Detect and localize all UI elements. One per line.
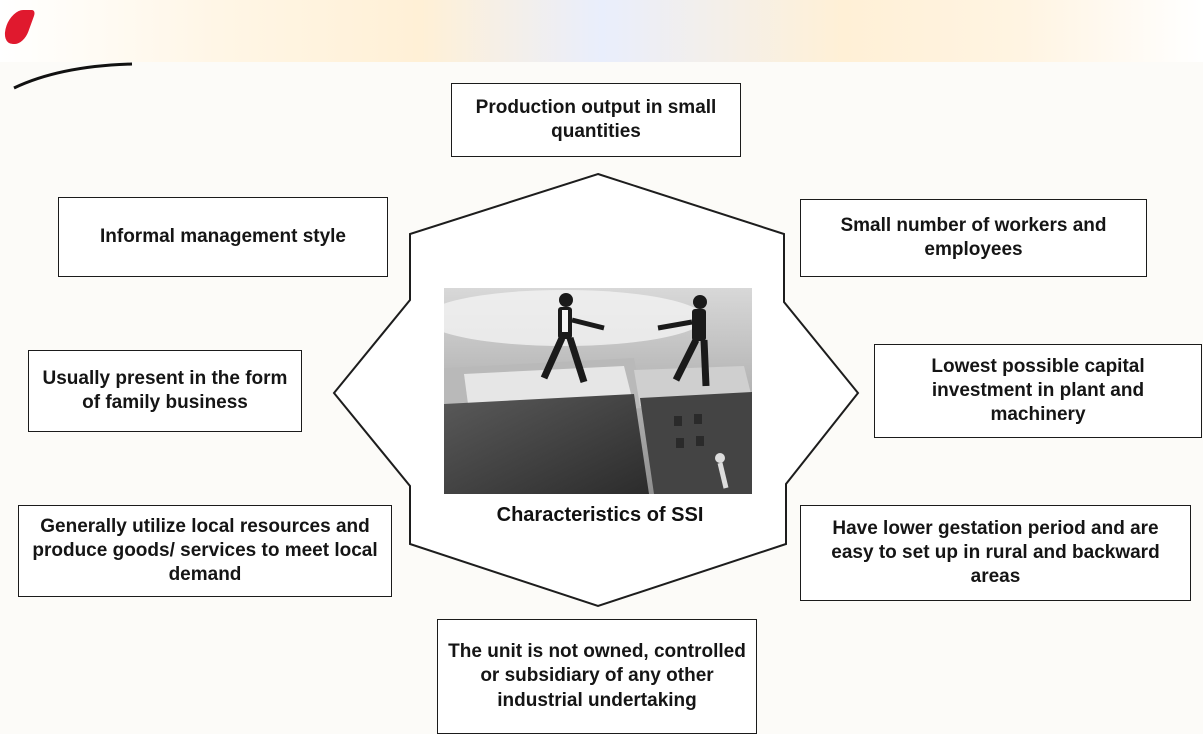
characteristic-bottom-left: Generally utilize local resources and pr… xyxy=(18,505,392,597)
characteristic-top-left: Informal management style xyxy=(58,197,388,277)
characteristic-top: Production output in small quantities xyxy=(451,83,741,157)
page-top-strip xyxy=(0,0,1203,62)
businessmen-illustration xyxy=(444,288,752,494)
characteristic-bottom: The unit is not owned, controlled or sub… xyxy=(437,619,757,734)
characteristic-bottom-right: Have lower gestation period and are easy… xyxy=(800,505,1191,601)
center-label: Characteristics of SSI xyxy=(496,504,704,526)
characteristic-left: Usually present in the form of family bu… xyxy=(28,350,302,432)
characteristic-top-right: Small number of workers and employees xyxy=(800,199,1147,277)
characteristic-right: Lowest possible capital investment in pl… xyxy=(874,344,1202,438)
